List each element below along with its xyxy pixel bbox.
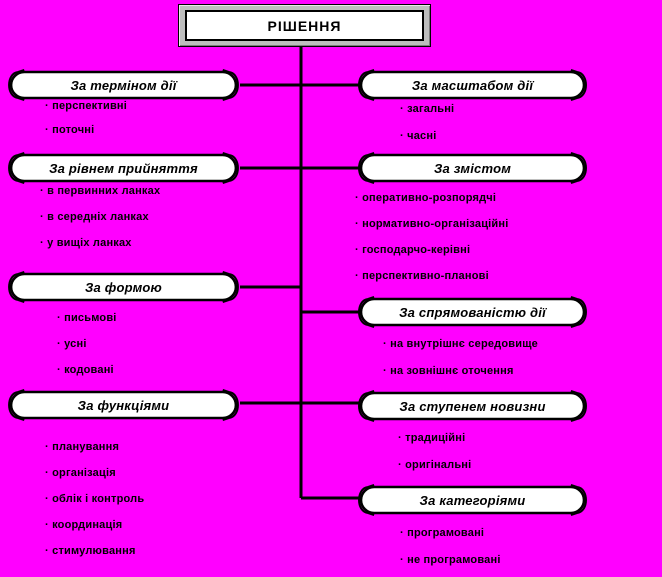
category-box-categories: За категоріями	[352, 483, 593, 517]
scroll-shape-icon	[358, 69, 587, 101]
bullet-item: на зовнішнє оточення	[383, 358, 538, 385]
bullet-item: усні	[57, 331, 117, 357]
bullet-list-functions: планування організація облік і контроль …	[45, 434, 144, 564]
bullet-list-direction: на внутрішнє середовище на зовнішнє оточ…	[383, 331, 538, 385]
category-box-form: За формою	[2, 270, 245, 304]
bullet-item: часні	[400, 123, 454, 150]
title-box: РІШЕННЯ	[178, 4, 431, 47]
bullet-item: кодовані	[57, 357, 117, 383]
bullet-item: традиційні	[398, 425, 471, 452]
scroll-shape-icon	[358, 152, 587, 184]
bullet-item: не програмовані	[400, 547, 501, 574]
category-title: За формою	[84, 279, 162, 295]
scroll-shape-icon	[358, 296, 587, 328]
category-title: За спрямованістю дії	[399, 304, 546, 320]
scroll-shape-icon	[8, 271, 239, 303]
bullet-list-form: письмові усні кодовані	[57, 305, 117, 383]
bullet-item: письмові	[57, 305, 117, 331]
bullet-item: у вищіх ланках	[40, 230, 160, 256]
bullet-list-content: оперативно-розпорядчі нормативно-організ…	[355, 185, 508, 289]
category-title: За масштабом дії	[411, 77, 534, 93]
bullet-item: поточні	[45, 118, 127, 142]
bullet-item: господарчо-керівні	[355, 237, 508, 263]
bullet-list-term: перспективні поточні	[45, 94, 127, 142]
diagram-title: РІШЕННЯ	[185, 10, 424, 41]
bullet-list-level: в первинних ланках в середніх ланках у в…	[40, 178, 160, 256]
bullet-item: в середніх ланках	[40, 204, 160, 230]
category-box-level: За рівнем прийняття	[2, 151, 245, 185]
category-box-term: За терміном дії	[2, 68, 245, 102]
bullet-list-scale: загальні часні	[400, 96, 454, 150]
scroll-shape-icon	[358, 390, 587, 422]
scroll-shape-icon	[358, 484, 587, 516]
category-box-novelty: За ступенем новизни	[352, 389, 593, 423]
category-box-functions: За функціями	[2, 388, 245, 422]
category-title: За ступенем новизни	[399, 398, 546, 414]
bullet-item: нормативно-організаційні	[355, 211, 508, 237]
bullet-item: на внутрішнє середовище	[383, 331, 538, 358]
category-title: За змістом	[433, 160, 512, 176]
category-title: За рівнем прийняття	[49, 160, 198, 176]
bullet-item: організація	[45, 460, 144, 486]
category-title: За функціями	[77, 397, 170, 413]
bullet-item: оперативно-розпорядчі	[355, 185, 508, 211]
bullet-list-categories: програмовані не програмовані	[400, 520, 501, 574]
category-title: За терміном дії	[70, 77, 177, 93]
category-box-direction: За спрямованістю дії	[352, 295, 593, 329]
bullet-item: перспективні	[45, 94, 127, 118]
category-title: За категоріями	[419, 492, 526, 508]
scroll-shape-icon	[8, 389, 239, 421]
category-box-content: За змістом	[352, 151, 593, 185]
bullet-item: стимулювання	[45, 538, 144, 564]
bullet-item: програмовані	[400, 520, 501, 547]
bullet-item: оригінальні	[398, 452, 471, 479]
bullet-list-novelty: традиційні оригінальні	[398, 425, 471, 479]
bullet-item: в первинних ланках	[40, 178, 160, 204]
bullet-item: загальні	[400, 96, 454, 123]
bullet-item: координація	[45, 512, 144, 538]
bullet-item: облік і контроль	[45, 486, 144, 512]
category-box-scale: За масштабом дії	[352, 68, 593, 102]
bullet-item: перспективно-планові	[355, 263, 508, 289]
bullet-item: планування	[45, 434, 144, 460]
